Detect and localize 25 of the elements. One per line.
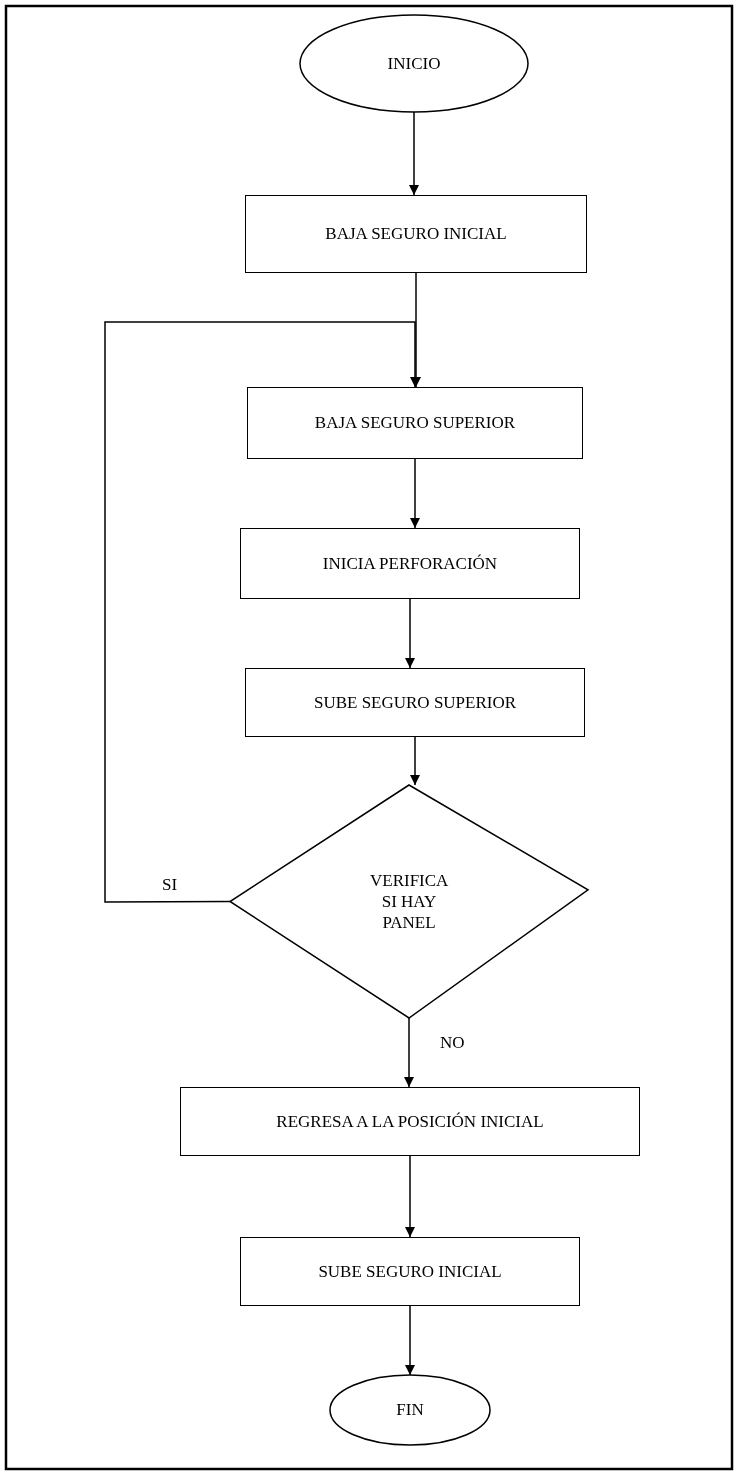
process-box [240, 528, 580, 599]
node-label: SUBE SEGURO INICIAL [318, 1260, 502, 1283]
arrow [410, 458, 420, 529]
node-label: BAJA SEGURO INICIAL [325, 223, 507, 245]
process-box [245, 668, 585, 737]
arrow [405, 1305, 415, 1376]
end-terminal [330, 1375, 490, 1445]
node-label: FIN [396, 1399, 424, 1421]
node-label: REGRESA A LA POSICIÓN INICIAL [276, 1110, 544, 1133]
node-label: VERIFICA SI HAY PANEL [370, 869, 448, 934]
node-label: INICIA PERFORACIÓN [322, 552, 498, 575]
node-label: INICIO [387, 52, 441, 75]
process-box [245, 195, 587, 273]
arrow [409, 111, 419, 196]
arrow [405, 1155, 415, 1238]
decision-diamond [230, 785, 588, 1018]
process-box [180, 1087, 640, 1156]
start-terminal [300, 15, 528, 112]
node-label: BAJA SEGURO SUPERIOR [314, 412, 516, 434]
process-box [240, 1237, 580, 1306]
process-box [247, 387, 583, 459]
node-label: SUBE SEGURO SUPERIOR [313, 691, 517, 714]
arrow [410, 736, 420, 786]
arrow [404, 1017, 414, 1088]
arrow [405, 598, 415, 669]
